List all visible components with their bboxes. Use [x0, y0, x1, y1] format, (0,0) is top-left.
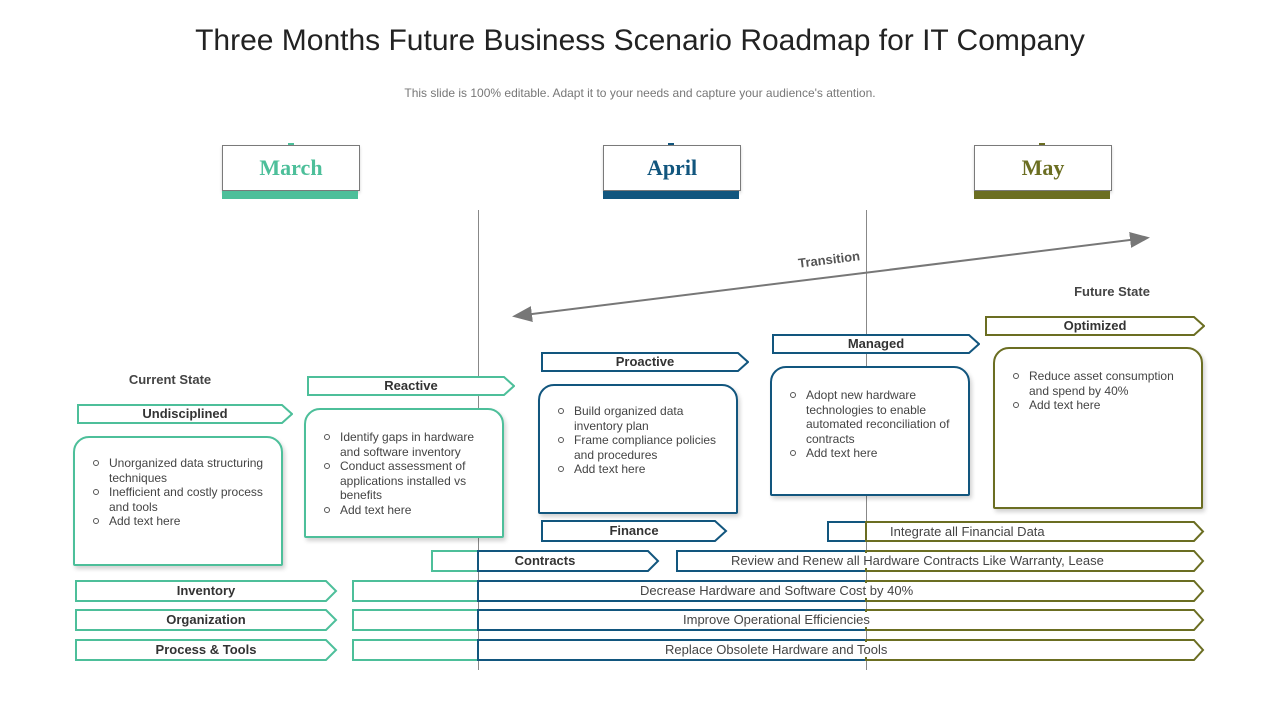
list-item: Inefficient and costly process and tools: [89, 485, 267, 514]
list-item: Add text here: [320, 503, 488, 518]
current-state-label: Current State: [128, 372, 212, 387]
stage-box-proactive: Build organized data inventory plan Fram…: [538, 384, 738, 514]
list-item: Identify gaps in hardware and software i…: [320, 430, 488, 459]
page-title: Three Months Future Business Scenario Ro…: [195, 24, 1085, 57]
month-march: March: [222, 145, 360, 191]
stage-tag-optimized: Optimized: [985, 316, 1205, 336]
list-item: Add text here: [554, 462, 722, 477]
row-label-finance: Finance: [609, 523, 659, 538]
row-text-inventory: Decrease Hardware and Software Cost by 4…: [634, 583, 920, 598]
stage-tag-proactive: Proactive: [541, 352, 749, 372]
stage-box-optimized: Reduce asset consumption and spend by 40…: [993, 347, 1203, 509]
list-item: Frame compliance policies and procedures: [554, 433, 722, 462]
row-label-process-tools: Process & Tools: [155, 642, 257, 657]
row-text-contracts: Review and Renew all Hardware Contracts …: [725, 553, 1110, 568]
stage-box-reactive: Identify gaps in hardware and software i…: [304, 408, 504, 538]
row-label-organization: Organization: [166, 612, 246, 627]
future-state-label: Future State: [1074, 284, 1150, 299]
list-item: Reduce asset consumption and spend by 40…: [1009, 369, 1187, 398]
row-label-inventory: Inventory: [176, 583, 236, 598]
list-item: Unorganized data structuring techniques: [89, 456, 267, 485]
row-label-contracts: Contracts: [514, 553, 576, 568]
march-bar: [222, 191, 358, 199]
stage-box-managed: Adopt new hardware technologies to enabl…: [770, 366, 970, 496]
row-text-organization: Improve Operational Efficiencies: [677, 612, 876, 627]
list-item: Conduct assessment of applications insta…: [320, 459, 488, 503]
list-item: Adopt new hardware technologies to enabl…: [786, 388, 954, 446]
month-april: April: [603, 145, 741, 191]
stage-tag-managed: Managed: [772, 334, 980, 354]
row-text-finance: Integrate all Financial Data: [884, 524, 1051, 539]
list-item: Add text here: [786, 446, 954, 461]
stage-box-undisciplined: Unorganized data structuring techniques …: [73, 436, 283, 566]
april-bar: [603, 191, 739, 199]
list-item: Add text here: [1009, 398, 1187, 413]
month-may: May: [974, 145, 1112, 191]
stage-tag-undisciplined: Undisciplined: [77, 404, 293, 424]
stage-tag-reactive: Reactive: [307, 376, 515, 396]
may-bar: [974, 191, 1110, 199]
row-text-process-tools: Replace Obsolete Hardware and Tools: [659, 642, 894, 657]
list-item: Build organized data inventory plan: [554, 404, 722, 433]
list-item: Add text here: [89, 514, 267, 529]
page-subtitle: This slide is 100% editable. Adapt it to…: [404, 86, 876, 100]
